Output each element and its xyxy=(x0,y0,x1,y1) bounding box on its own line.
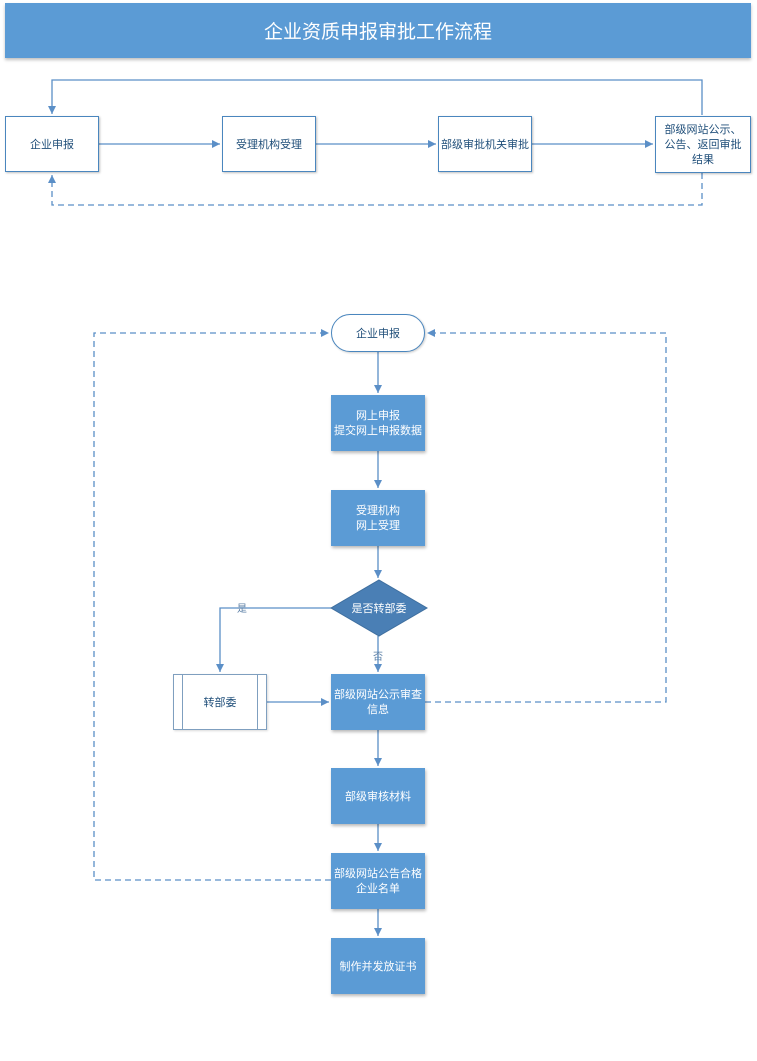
flow-announce-list-label: 部级网站公告合格 企业名单 xyxy=(334,867,422,895)
flow-publicity-review: 部级网站公示审查 信息 xyxy=(331,674,425,730)
flow-certificate: 制作并发放证书 xyxy=(331,938,425,994)
decision-yes-label: 是 xyxy=(237,604,247,615)
overview-return-solid xyxy=(48,79,703,115)
flow-material-review-label: 部级审核材料 xyxy=(345,789,411,803)
overview-step-publish: 部级网站公示、公告、返回审批结果 xyxy=(655,116,751,173)
flow-publicity-review-label: 部级网站公示审查 信息 xyxy=(334,688,422,716)
flow-online-submit-label: 网上申报 提交网上申报数据 xyxy=(334,409,422,437)
overview-step-apply: 企业申报 xyxy=(5,116,99,172)
flow-arrow-yes xyxy=(216,607,331,672)
decision-diamond xyxy=(330,579,428,637)
flow-material-review: 部级审核材料 xyxy=(331,768,425,824)
flow-return-right xyxy=(425,329,667,703)
overview-step-publish-label: 部级网站公示、公告、返回审批结果 xyxy=(664,123,742,166)
predef-right-bar xyxy=(257,675,258,729)
overview-step-approve: 部级审批机关审批 xyxy=(438,116,532,172)
flow-start-label: 企业申报 xyxy=(356,327,400,340)
overview-step-accept: 受理机构受理 xyxy=(222,116,316,172)
overview-return-dashed xyxy=(48,173,703,206)
overview-step-accept-label: 受理机构受理 xyxy=(236,137,302,151)
decision-no-label: 否 xyxy=(373,652,383,663)
decision-text: 是否转部委 xyxy=(351,602,407,615)
flow-announce-list: 部级网站公告合格 企业名单 xyxy=(331,853,425,909)
flow-transfer-label: 转部委 xyxy=(203,696,237,709)
flow-certificate-label: 制作并发放证书 xyxy=(339,959,417,973)
page-title: 企业资质申报审批工作流程 xyxy=(263,21,492,43)
predef-left-bar xyxy=(182,675,183,729)
flow-transfer-process: 转部委 xyxy=(173,674,267,730)
flow-online-submit: 网上申报 提交网上申报数据 xyxy=(331,395,425,451)
overview-step-apply-label: 企业申报 xyxy=(30,137,74,151)
overview-step-approve-label: 部级审批机关审批 xyxy=(441,137,529,151)
flow-start-terminal: 企业申报 xyxy=(331,314,425,352)
flow-online-accept-label: 受理机构 网上受理 xyxy=(356,504,400,532)
flow-online-accept: 受理机构 网上受理 xyxy=(331,490,425,546)
flow-return-left xyxy=(93,329,331,881)
page-title-banner: 企业资质申报审批工作流程 xyxy=(5,3,751,58)
decision-label: 是否转部委 xyxy=(331,594,427,622)
